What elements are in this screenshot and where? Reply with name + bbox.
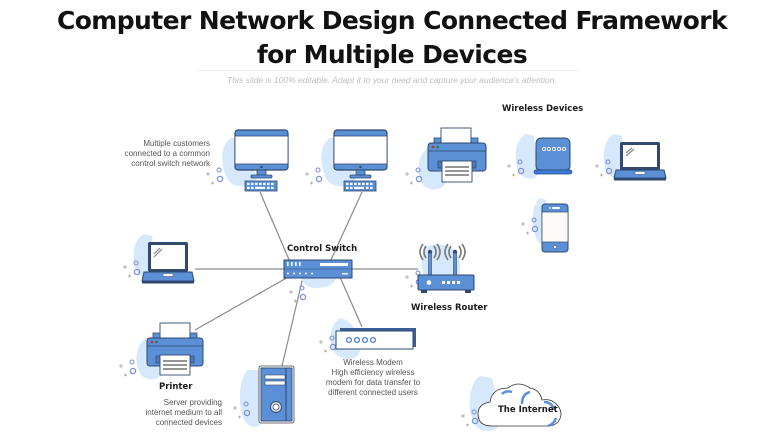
wireless-router[interactable] — [404, 243, 475, 293]
modem-desc-title: Wireless Modem — [343, 358, 403, 367]
laptop-icon — [141, 242, 195, 284]
link-switch-modem — [339, 276, 363, 328]
modem-icon — [335, 328, 416, 350]
desktop-computer-1[interactable] — [205, 129, 289, 192]
link-switch-desktop-2 — [329, 191, 363, 263]
wireless-laptop[interactable] — [594, 134, 667, 181]
modem-description: Wireless Modem High efficiency wireless … — [320, 358, 426, 398]
smartphone-icon — [541, 203, 569, 253]
link-switch-desktop-1 — [259, 191, 291, 263]
modem-desc-line-2: modem for data transfer to — [325, 378, 421, 387]
server-description: Server providing internet medium to all … — [130, 398, 222, 428]
subtitle: This slide is 100% editable. Adapt it to… — [227, 75, 557, 85]
cloud-icon — [477, 383, 562, 428]
laptop-icon — [613, 142, 667, 181]
wireless-router-label: Wireless Router — [411, 303, 488, 313]
desktop-computer-2[interactable] — [304, 129, 388, 192]
title-line-2: for Multiple Devices — [256, 40, 528, 69]
wireless-modem[interactable] — [318, 318, 416, 360]
keyboard-icon — [343, 180, 377, 192]
page-title: Computer Network Design Connected Framew… — [0, 4, 784, 72]
keyboard-icon — [244, 180, 278, 192]
blob — [239, 370, 262, 427]
server-tower-icon — [258, 365, 295, 424]
printer-icon — [146, 322, 204, 376]
wireless-hub[interactable] — [506, 134, 573, 179]
modem-desc-line-3: different connected users — [328, 388, 418, 397]
customers-desc-line-2: connected to a common — [124, 149, 210, 158]
printer-top[interactable] — [404, 127, 487, 190]
control-switch[interactable] — [283, 259, 353, 304]
desktop-computer-icon — [234, 129, 289, 179]
printer-label: Printer — [159, 382, 193, 392]
laptop-left[interactable] — [122, 234, 195, 284]
server-desc-line-2: internet medium to all — [145, 408, 222, 417]
network-switch-icon — [283, 259, 353, 279]
desktop-computer-icon — [333, 129, 388, 179]
customers-desc-line-3: control switch network — [131, 159, 210, 168]
wireless-router-icon — [417, 243, 475, 293]
printer-icon — [427, 127, 487, 183]
title-line-1: Computer Network Design Connected Framew… — [56, 6, 728, 35]
internet-cloud[interactable] — [460, 376, 562, 432]
customers-description: Multiple customers connected to a common… — [112, 139, 210, 169]
title-divider — [198, 70, 578, 71]
blob — [515, 134, 538, 179]
server[interactable] — [232, 365, 295, 427]
printer-left[interactable] — [118, 322, 204, 380]
internet-label: The Internet — [498, 405, 558, 415]
control-switch-label: Control Switch — [287, 244, 358, 254]
wireless-smartphone[interactable] — [520, 198, 569, 253]
wireless-hub-icon — [533, 137, 573, 175]
server-desc-line-1: Server providing — [163, 398, 222, 407]
link-switch-printer — [194, 275, 291, 331]
connector-lines — [194, 191, 418, 367]
server-desc-line-3: connected devices — [155, 418, 222, 427]
wireless-devices-label: Wireless Devices — [502, 104, 584, 114]
modem-desc-line-1: High efficiency wireless — [331, 368, 415, 377]
customers-desc-line-1: Multiple customers — [143, 139, 210, 148]
link-switch-server — [281, 276, 304, 367]
